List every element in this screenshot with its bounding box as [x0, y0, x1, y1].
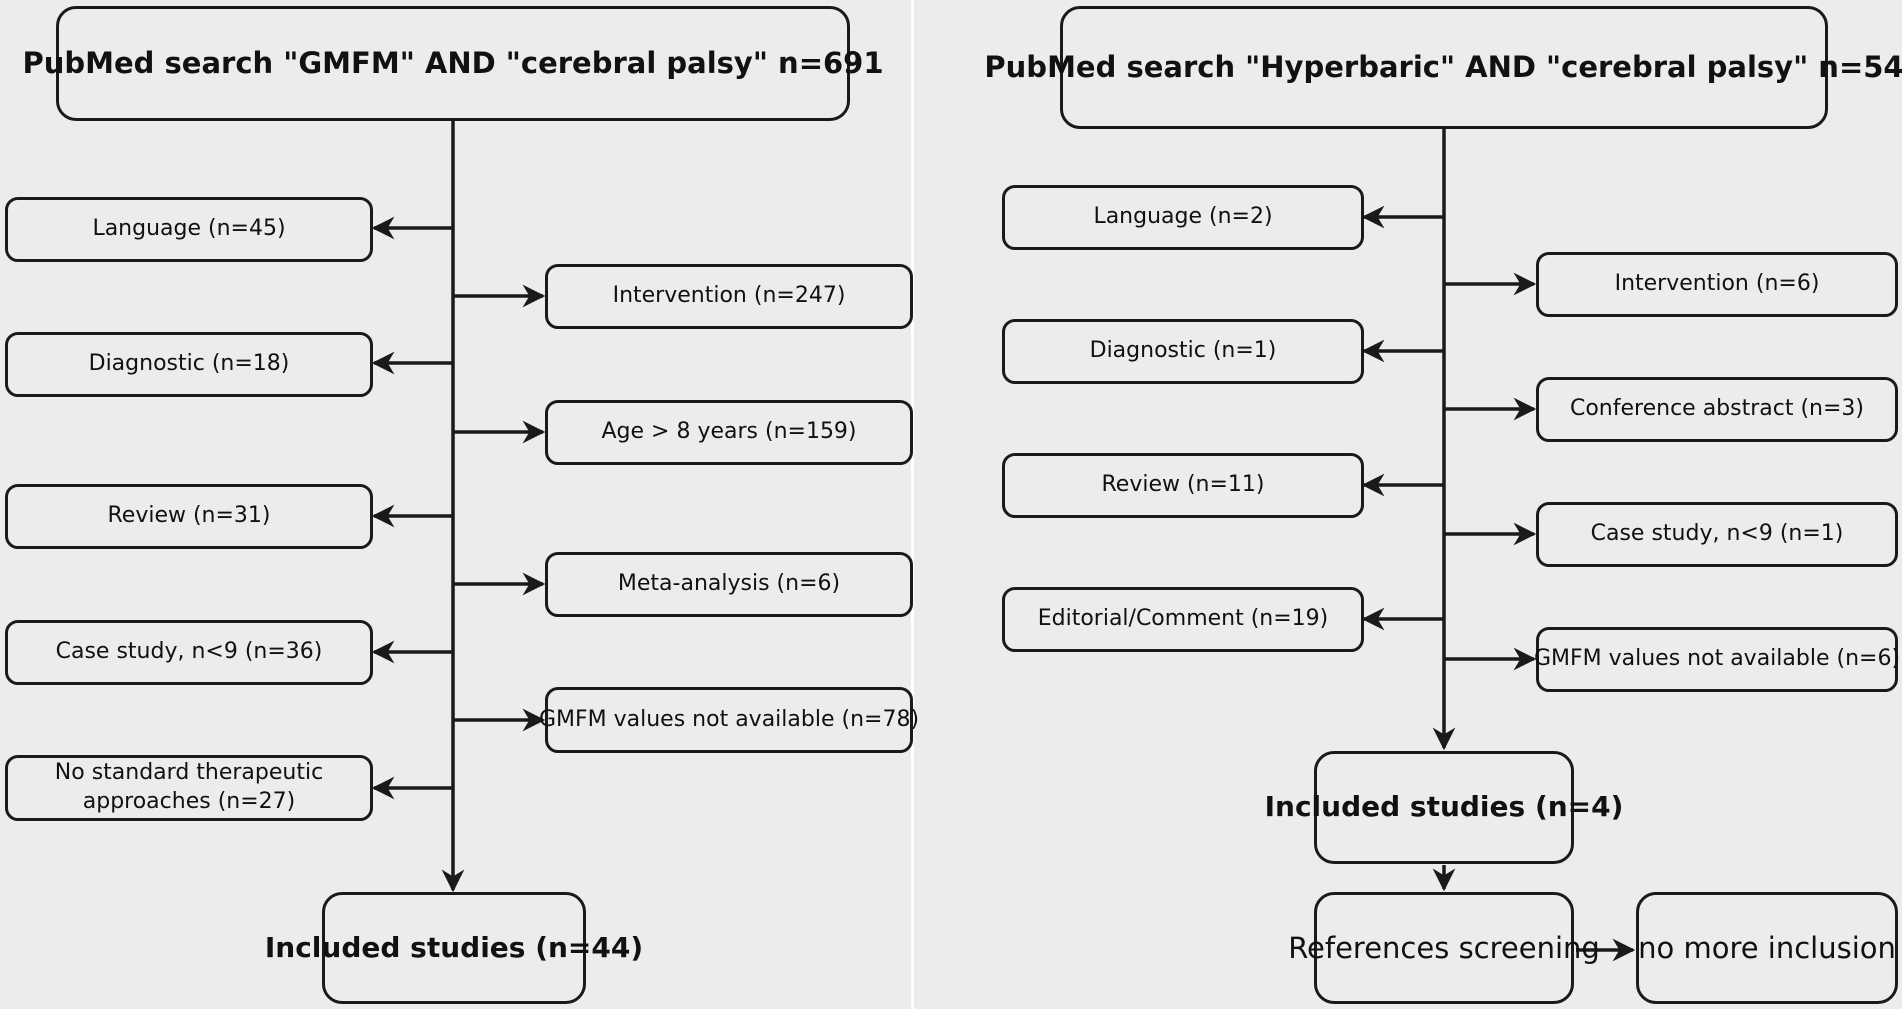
- left-exclusion-language: Language (n=45): [5, 197, 373, 262]
- right-exclusion-diagnostic: Diagnostic (n=1): [1002, 319, 1364, 384]
- left-exclusion-diagnostic: Diagnostic (n=18): [5, 332, 373, 397]
- right-exclusion-conference: Conference abstract (n=3): [1536, 377, 1898, 442]
- left-included-title: Included studies: [264, 930, 526, 964]
- references-line1: References: [1288, 930, 1450, 965]
- right-exclusion-language: Language (n=2): [1002, 185, 1364, 250]
- right-search-count: n=54: [1818, 50, 1902, 85]
- left-exclusion-age: Age > 8 years (n=159): [545, 400, 913, 465]
- right-search-box: PubMed search "Hyperbaric" AND "cerebral…: [984, 6, 1902, 129]
- references-screening-box: References screening: [1288, 892, 1600, 1004]
- right-included-count: (n=4): [1534, 790, 1624, 824]
- right-exclusion-review: Review (n=11): [1002, 453, 1364, 518]
- left-exclusion-review: Review (n=31): [5, 484, 373, 549]
- left-search-count: n=691: [778, 46, 884, 81]
- right-included-title: Included studies: [1264, 790, 1526, 824]
- left-search-box: PubMed search "GMFM" AND "cerebral palsy…: [22, 6, 884, 121]
- left-search-title: PubMed search "GMFM" AND "cerebral palsy…: [22, 46, 768, 81]
- left-exclusion-gmfm: GMFM values not available (n=78): [539, 687, 919, 753]
- right-exclusion-editorial: Editorial/Comment (n=19): [1002, 587, 1364, 652]
- panel-divider: [911, 0, 914, 1009]
- right-exclusion-gmfm: GMFM values not available (n=6): [1534, 627, 1900, 692]
- left-included-count: (n=44): [535, 930, 644, 964]
- right-search-title: PubMed search "Hyperbaric" AND "cerebral…: [984, 50, 1809, 85]
- left-exclusion-no-standard: No standard therapeutic approaches (n=27…: [5, 755, 373, 821]
- right-exclusion-intervention: Intervention (n=6): [1536, 252, 1898, 317]
- references-line2: screening: [1458, 930, 1600, 965]
- right-included-box: Included studies (n=4): [1265, 751, 1623, 864]
- no-more-inclusion-box: no more inclusion: [1636, 892, 1898, 1004]
- left-included-box: Included studies (n=44): [265, 892, 643, 1004]
- left-exclusion-case-study: Case study, n<9 (n=36): [5, 620, 373, 685]
- left-exclusion-meta-analysis: Meta-analysis (n=6): [545, 552, 913, 617]
- left-exclusion-intervention: Intervention (n=247): [545, 264, 913, 329]
- right-exclusion-case-study: Case study, n<9 (n=1): [1536, 502, 1898, 567]
